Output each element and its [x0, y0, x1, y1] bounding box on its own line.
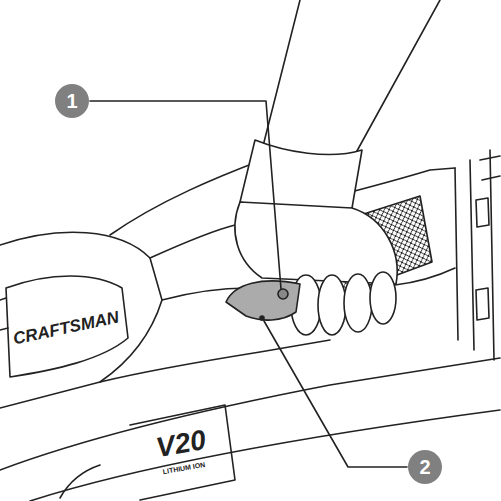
finger	[370, 272, 396, 324]
model-badge	[130, 405, 235, 500]
leader-line	[264, 321, 407, 467]
callout-circle	[408, 450, 442, 484]
handle-frame	[150, 225, 235, 258]
body-line	[30, 410, 500, 501]
housing-detail	[476, 198, 489, 320]
brand-badge	[6, 276, 128, 377]
callout-circle	[55, 84, 89, 118]
model-name: V20	[154, 426, 208, 462]
trigger	[226, 281, 300, 320]
battery-type: LITHIUM ION	[162, 461, 205, 475]
trigger-point	[260, 316, 264, 320]
lock-button	[278, 289, 288, 299]
motor-cover	[0, 232, 162, 408]
leader-line	[90, 101, 281, 289]
callout-number: 1	[66, 91, 77, 111]
housing-edge	[455, 150, 494, 360]
arm	[352, 0, 440, 160]
finger	[318, 275, 346, 335]
glove-cuff	[240, 140, 362, 213]
callout-number: 2	[419, 457, 430, 477]
hand	[235, 202, 397, 284]
finger	[344, 274, 372, 332]
